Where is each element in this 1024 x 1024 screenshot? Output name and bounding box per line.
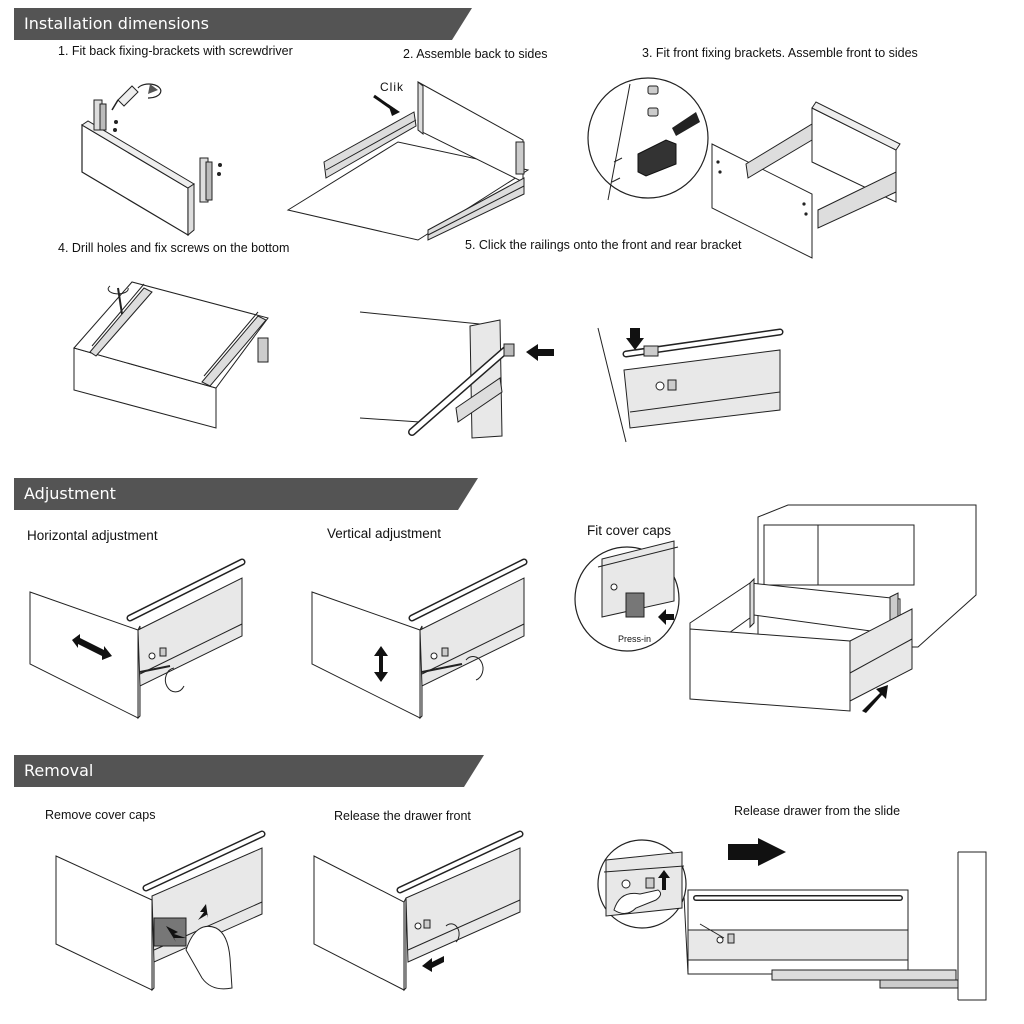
horizontal-adjustment-caption: Horizontal adjustment [27, 528, 158, 543]
section-header-installation: Installation dimensions [14, 8, 472, 40]
remove-cover-caps-caption: Remove cover caps [45, 808, 156, 822]
step-5a-illustration [360, 310, 554, 438]
step-5-caption: 5. Click the railings onto the front and… [465, 238, 742, 252]
section-header-adjustment: Adjustment [14, 478, 478, 510]
release-slide-caption: Release drawer from the slide [734, 804, 901, 818]
horizontal-adjustment-illustration [30, 556, 245, 721]
vertical-adjustment-caption: Vertical adjustment [327, 526, 442, 541]
step-3-illustration [586, 72, 906, 257]
vertical-adjustment-illustration [312, 556, 527, 721]
remove-cover-caps-illustration [56, 822, 266, 992]
clik-label: Clik [380, 80, 404, 94]
step-5b-illustration [594, 326, 784, 446]
fit-cover-caps-caption: Fit cover caps [587, 523, 672, 538]
release-slide-illustration [596, 838, 988, 1003]
press-in-label: Press-in [618, 634, 652, 644]
step-4-caption: 4. Drill holes and fix screws on the bot… [58, 241, 290, 255]
step-2-illustration [288, 82, 533, 240]
step-1-caption: 1. Fit back fixing-brackets with screwdr… [58, 44, 293, 58]
release-front-caption: Release the drawer front [334, 809, 471, 823]
step-4-illustration [72, 278, 277, 430]
step-1-illustration [70, 70, 222, 240]
release-front-illustration [314, 822, 524, 992]
step-3-caption: 3. Fit front fixing brackets. Assemble f… [642, 46, 918, 60]
section-header-removal: Removal [14, 755, 484, 787]
fit-cover-caps-illustration [574, 505, 979, 713]
step-2-caption: 2. Assemble back to sides [403, 47, 548, 61]
